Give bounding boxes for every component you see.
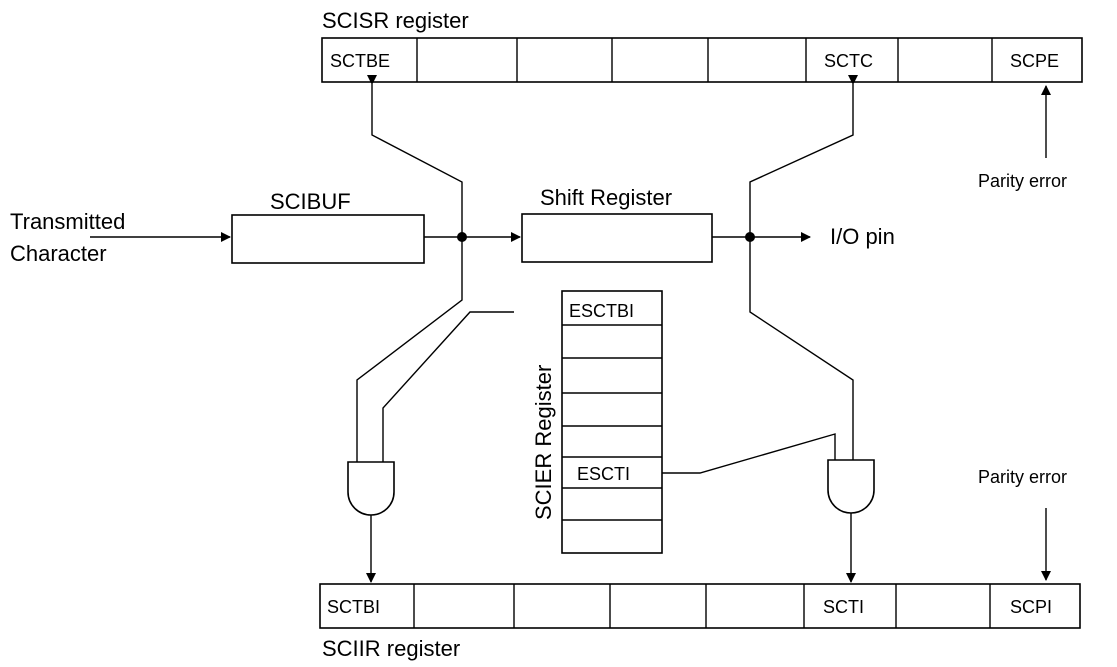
scisr-title: SCISR register — [322, 8, 469, 33]
scibuf-box — [231, 214, 425, 264]
transmitted-label: Transmitted — [10, 209, 125, 234]
sciir-title: SCIIR register — [322, 636, 460, 661]
scisr-cell-scpe: SCPE — [1010, 51, 1059, 71]
parity-error-top-label: Parity error — [978, 171, 1067, 191]
scier-cell-escti: ESCTI — [577, 464, 630, 484]
character-label: Character — [10, 241, 107, 266]
parity-error-bottom-label: Parity error — [978, 467, 1067, 487]
sciir-cell-scti: SCTI — [823, 597, 864, 617]
scisr-cell-sctc: SCTC — [824, 51, 873, 71]
sciir-cell-scpi: SCPI — [1010, 597, 1052, 617]
sciir-cell-sctbi: SCTBI — [327, 597, 380, 617]
sciir-register: SCTBI SCTI SCPI — [319, 583, 1081, 629]
scibuf-label: SCIBUF — [270, 189, 351, 214]
scier-register: ESCTBI ESCTI — [561, 290, 663, 554]
shift-register-box — [521, 213, 713, 263]
shift-register-label: Shift Register — [540, 185, 672, 210]
io-pin-label: I/O pin — [830, 224, 895, 249]
scier-cell-esctbi: ESCTBI — [569, 301, 634, 321]
scisr-register: SCTBE SCTC SCPE — [321, 37, 1083, 83]
and-gate-right — [827, 459, 875, 514]
scier-title: SCIER Register — [531, 365, 556, 520]
and-gate-left — [347, 461, 395, 516]
scisr-cell-sctbe: SCTBE — [330, 51, 390, 71]
